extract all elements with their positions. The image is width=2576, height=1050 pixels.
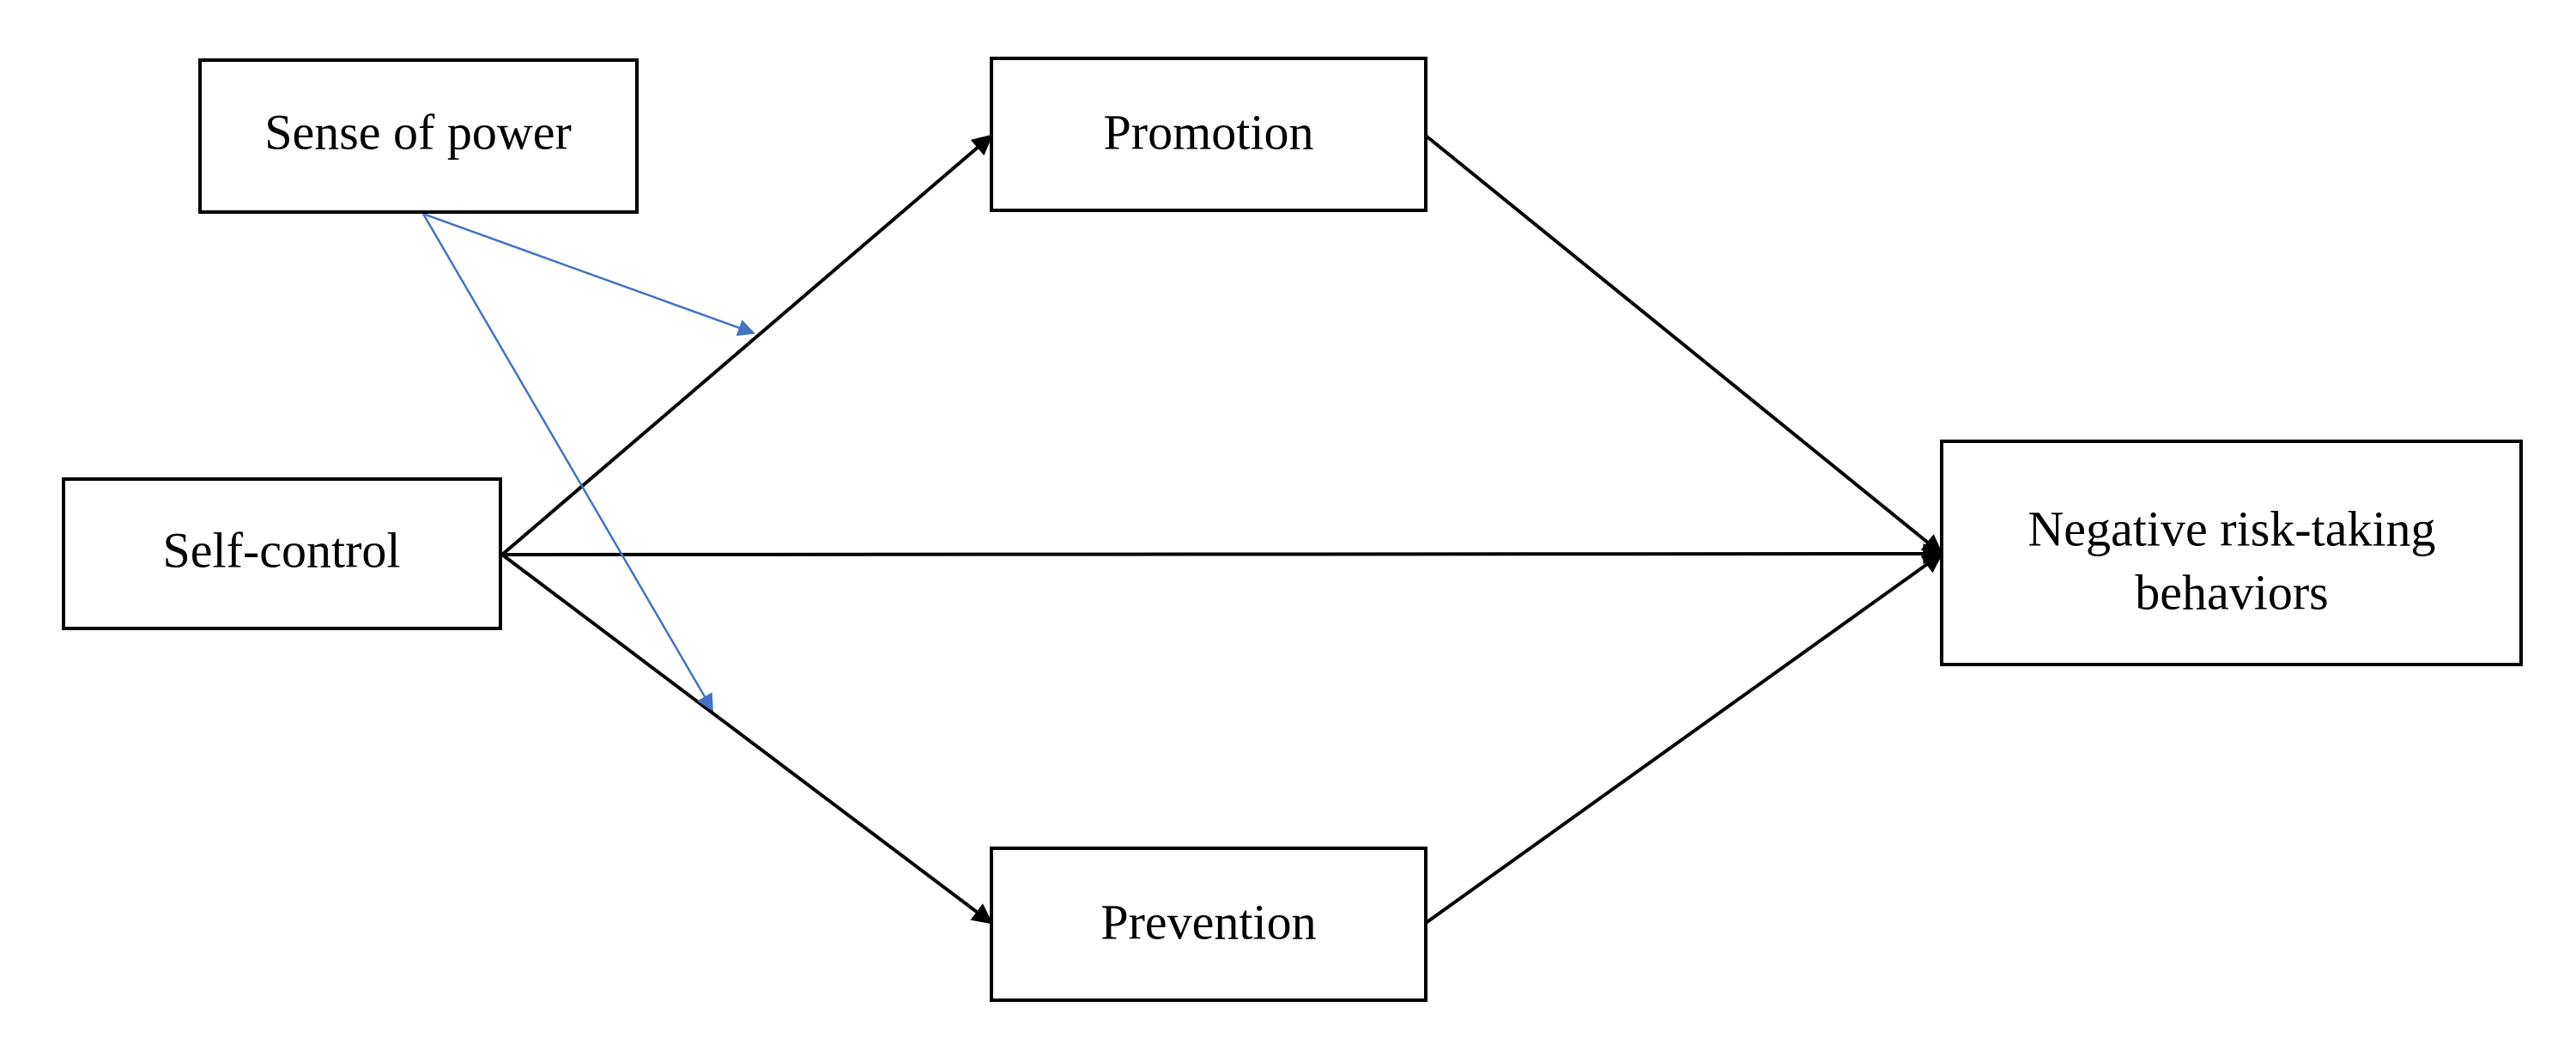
node-promotion-label: Promotion [1104, 104, 1314, 160]
node-sense-of-power-label: Sense of power [264, 104, 572, 160]
node-negative-risk-label-line2: behaviors [2135, 564, 2329, 620]
moderation-arrow-to-promotion-path [422, 212, 755, 337]
moderation-arrow-to-prevention-path [421, 213, 714, 712]
node-promotion: Promotion [990, 57, 1427, 212]
node-self-control-label: Self-control [162, 522, 400, 578]
node-prevention: Prevention [990, 847, 1427, 1002]
edge-self-control-to-promotion [500, 134, 993, 556]
node-self-control: Self-control [62, 477, 502, 630]
edge-prevention-to-negative-risk [1424, 552, 1943, 925]
node-negative-risk-label-line1: Negative risk-taking [2027, 501, 2435, 556]
edge-promotion-to-negative-risk [1424, 134, 1943, 555]
node-prevention-label: Prevention [1100, 894, 1316, 950]
node-negative-risk-taking-behaviors: Negative risk-taking behaviors [1940, 440, 2523, 666]
edge-self-control-to-negative-risk [501, 543, 1944, 565]
edge-self-control-to-prevention [500, 553, 993, 925]
node-sense-of-power: Sense of power [198, 58, 639, 214]
